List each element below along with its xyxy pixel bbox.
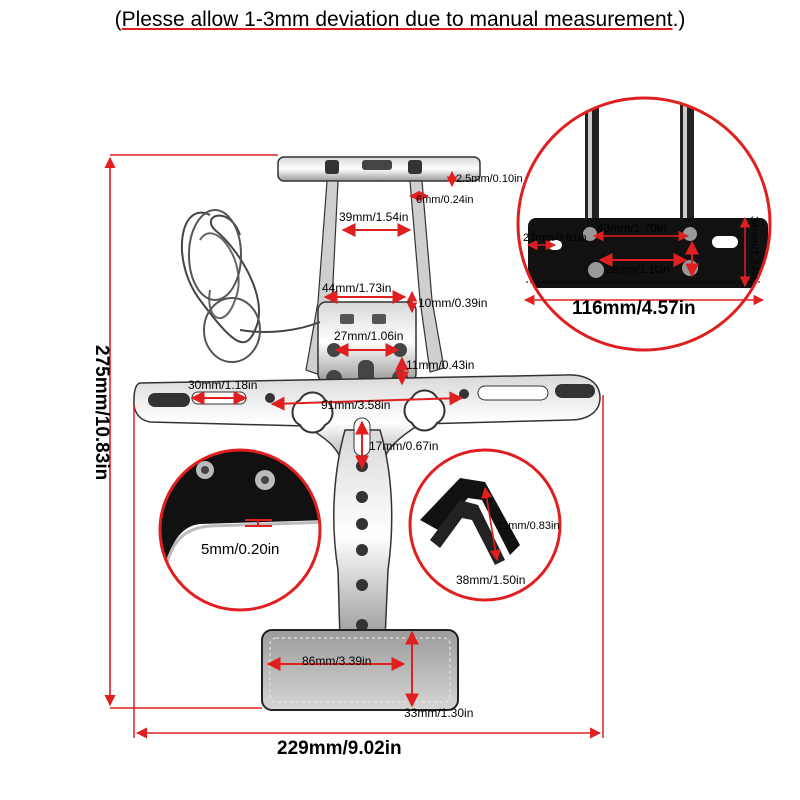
label-total-height: 275mm/10.83in xyxy=(91,345,112,481)
label-hole-spacing: 27mm/1.06in xyxy=(334,329,404,343)
note-close-paren: .) xyxy=(672,8,686,31)
note-open-paren: ( xyxy=(114,8,122,31)
label-bracket-height: 21mm/0.83in xyxy=(496,520,560,532)
label-thickness-detail: 5mm/0.20in xyxy=(201,541,280,558)
label-arm-span: 91mm/3.58in xyxy=(321,398,391,412)
label-hole-diameter: 11mm/0.43in xyxy=(406,358,475,372)
deviation-note: (Plesse allow 1-3mm deviation due to man… xyxy=(0,8,800,32)
label-vertical-slot: 17mm/0.67in xyxy=(369,439,439,453)
label-mount-edge: 23mm/0.91in xyxy=(523,232,587,244)
detail-circle-mount xyxy=(516,96,772,352)
label-bracket-width: 38mm/1.50in xyxy=(456,573,526,587)
label-top-thickness: 2.5mm/0.10in xyxy=(456,173,523,185)
label-light-width: 86mm/3.39in xyxy=(302,654,372,668)
wire-harness xyxy=(180,209,321,363)
label-plate-height: 10mm/0.39in xyxy=(418,296,488,310)
label-mount-depth: 34mm/1.34in xyxy=(748,216,760,280)
label-upper-width: 39mm/1.54in xyxy=(339,210,409,224)
label-total-width: 229mm/9.02in xyxy=(277,738,402,759)
dim-total-height xyxy=(104,154,278,709)
top-plate xyxy=(277,156,481,182)
label-plate-width: 44mm/1.73in xyxy=(322,281,392,295)
support-struts xyxy=(305,180,445,376)
label-mount-hole-span: 43mm/1.70in xyxy=(597,221,667,235)
label-mount-width: 116mm/4.57in xyxy=(572,298,696,319)
label-slot-width: 6mm/0.24in xyxy=(416,194,474,206)
label-light-height: 33mm/1.30in xyxy=(404,706,474,720)
dim-total-width xyxy=(133,395,604,739)
detail-circle-bracket xyxy=(408,448,562,602)
reflector-light xyxy=(261,629,459,711)
detail-circle-thickness xyxy=(158,448,322,612)
dim-arm-span-line xyxy=(270,391,464,411)
label-mount-inner: 28mm/1.10in xyxy=(606,264,670,276)
note-text: Plesse allow 1-3mm deviation due to manu… xyxy=(121,8,673,31)
label-arm-slot: 30mm/1.18in xyxy=(188,378,258,392)
